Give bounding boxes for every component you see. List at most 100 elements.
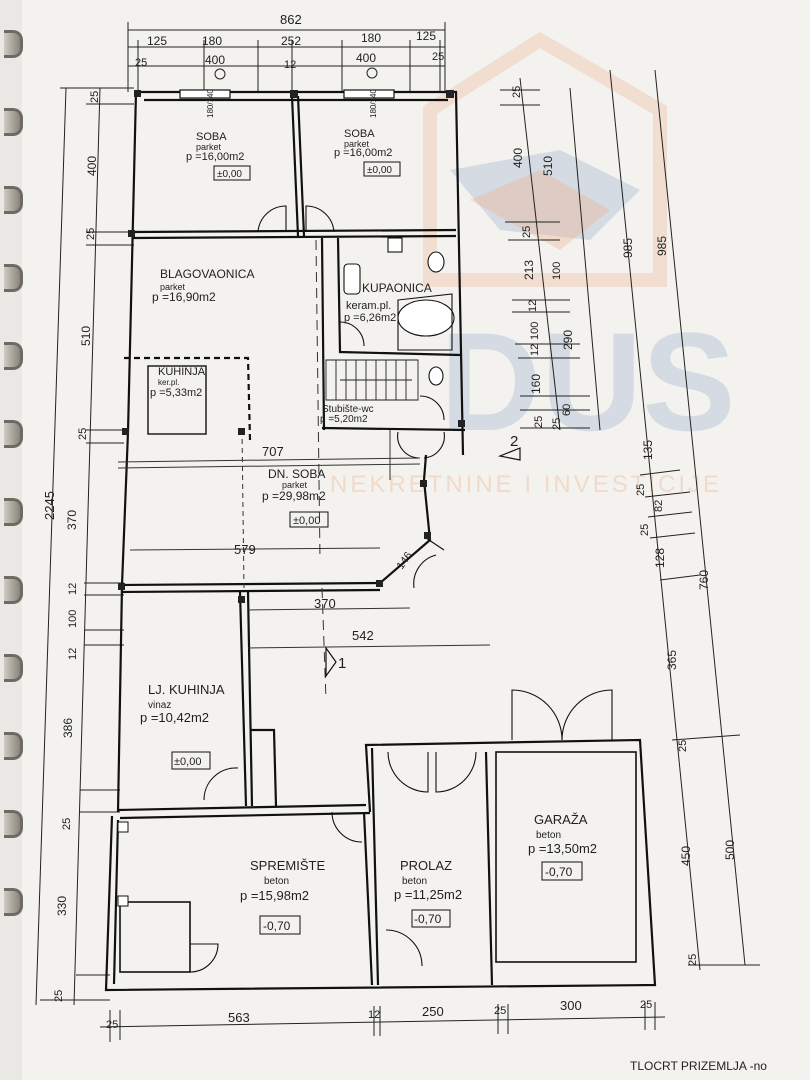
dim-bottom-563: 563 xyxy=(228,1010,250,1025)
dim-right-100: 100 xyxy=(529,322,541,340)
room-floor: beton xyxy=(536,830,561,841)
dim-top-12: 12 xyxy=(284,59,296,71)
dim-right-25e: 25 xyxy=(635,484,647,496)
walls xyxy=(104,90,657,992)
binding-ring xyxy=(4,342,23,370)
dim-right-365: 365 xyxy=(665,650,679,670)
room-floor: vinaz xyxy=(148,700,171,711)
room-stubiste: Stubište-wc p =5,20m2 xyxy=(320,404,374,425)
watermark-brand: DUS xyxy=(440,303,736,460)
binding-ring xyxy=(4,732,23,760)
dim-top-400a: 400 xyxy=(205,53,225,67)
dim-left-25a: 25 xyxy=(89,91,101,103)
toilet-icon xyxy=(427,251,445,273)
binding-ring xyxy=(4,498,23,526)
binding-ring xyxy=(4,888,23,916)
room-name: KUPAONICA xyxy=(362,281,432,295)
binding-ring xyxy=(4,186,23,214)
room-floor: beton xyxy=(264,876,289,887)
dim-right-25b: 25 xyxy=(521,226,533,238)
light-fixture-icon xyxy=(366,67,378,79)
top-dimensions xyxy=(127,22,446,92)
dim-top-252: 252 xyxy=(281,34,301,48)
binding-ring xyxy=(4,654,23,682)
dim-left-12a: 12 xyxy=(67,583,79,595)
section-marker-1: 1 xyxy=(338,655,346,672)
dim-right-760: 760 xyxy=(697,570,711,590)
dim-top-400b: 400 xyxy=(356,51,376,65)
dim-left-total: 2245 xyxy=(42,491,57,520)
dim-right-400: 400 xyxy=(511,148,525,168)
binding-ring xyxy=(4,108,23,136)
dim-left-25e: 25 xyxy=(53,990,65,1002)
dim-right-985a: 985 xyxy=(621,238,635,258)
columns xyxy=(118,90,465,603)
dim-right-290: 290 xyxy=(561,330,575,350)
dim-right-450: 450 xyxy=(679,846,693,866)
binding-ring xyxy=(4,810,23,838)
dim-579: 579 xyxy=(234,542,256,557)
dim-right-12b: 12 xyxy=(529,344,541,356)
bottom-dimensions xyxy=(99,1002,666,1042)
dim-right-135: 135 xyxy=(641,440,655,460)
room-floor: parket xyxy=(344,139,370,149)
dim-bottom-250: 250 xyxy=(422,1004,444,1019)
room-name: SPREMIŠTE xyxy=(250,858,325,873)
room-name: Stubište-wc xyxy=(322,404,374,415)
dim-left-25b: 25 xyxy=(85,228,97,240)
room-area: p =5,33m2 xyxy=(150,387,202,399)
watermark: DUS NEKRETNINE I INVESTICIJE xyxy=(330,31,736,498)
room-blagovaonica: BLAGOVAONICA parket p =16,90m2 xyxy=(152,267,254,304)
room-floor: beton xyxy=(402,876,427,887)
dim-left-25d: 25 xyxy=(61,818,73,830)
dim-bottom-25a: 25 xyxy=(106,1019,118,1031)
room-name: KUHINJA xyxy=(158,366,206,378)
dim-707: 707 xyxy=(262,444,284,459)
column xyxy=(117,895,129,907)
dim-right-25f: 25 xyxy=(639,524,651,536)
binding-ring xyxy=(4,420,23,448)
dim-top-total: 862 xyxy=(280,12,302,27)
dim-right-25c: 25 xyxy=(533,416,545,428)
room-lj-kuhinja: LJ. KUHINJA vinaz p =10,42m2 ±0,00 xyxy=(140,682,225,770)
room-area: p =5,20m2 xyxy=(320,414,368,425)
dim-right-25a: 25 xyxy=(511,86,523,98)
room-name: SOBA xyxy=(344,128,375,140)
dim-bottom-300: 300 xyxy=(560,998,582,1013)
dim-right-213: 213 xyxy=(522,260,536,280)
binding-ring xyxy=(4,30,23,58)
toilet-icon xyxy=(428,366,444,386)
section-marker-2: 2 xyxy=(510,433,518,450)
dim-left-330: 330 xyxy=(55,896,69,916)
room-area: p =11,25m2 xyxy=(394,887,462,902)
dim-top-125b: 125 xyxy=(416,29,436,43)
room-floor: parket xyxy=(196,142,222,152)
left-dimensions xyxy=(35,87,134,1006)
room-floor: parket xyxy=(282,480,308,490)
room-name: SOBA xyxy=(196,131,227,143)
room-prolaz: PROLAZ beton p =11,25m2 -0,70 xyxy=(394,858,462,928)
dim-top-125a: 125 xyxy=(147,34,167,48)
watermark-tagline: NEKRETNINE I INVESTICIJE xyxy=(330,471,722,498)
dim-right-25h: 25 xyxy=(687,954,699,966)
room-area: p =16,90m2 xyxy=(152,290,216,304)
room-area: p =10,42m2 xyxy=(140,710,209,725)
room-area: p =15,98m2 xyxy=(240,888,309,903)
room-name: GARAŽA xyxy=(534,812,588,827)
dim-right-12a: 12 xyxy=(527,300,539,312)
plan-title: TLOCRT PRIZEMLJA -no xyxy=(630,1059,767,1073)
dim-right-60: 60 xyxy=(561,404,573,416)
dim-right-82: 82 xyxy=(653,500,665,512)
room-floor: keram.pl. xyxy=(346,300,391,312)
window-mark-2: 180/140 xyxy=(369,89,378,118)
dim-left-370: 370 xyxy=(65,510,79,530)
dim-right-25g: 25 xyxy=(677,740,689,752)
doors xyxy=(189,205,613,973)
right-dimensions xyxy=(500,69,760,971)
room-area: p =16,00m2 xyxy=(186,151,244,163)
dim-right-985b: 985 xyxy=(655,236,669,256)
dim-left-386: 386 xyxy=(61,718,75,738)
room-name: BLAGOVAONICA xyxy=(160,267,254,281)
room-name: PROLAZ xyxy=(400,858,452,873)
dim-right-510: 510 xyxy=(541,156,555,176)
